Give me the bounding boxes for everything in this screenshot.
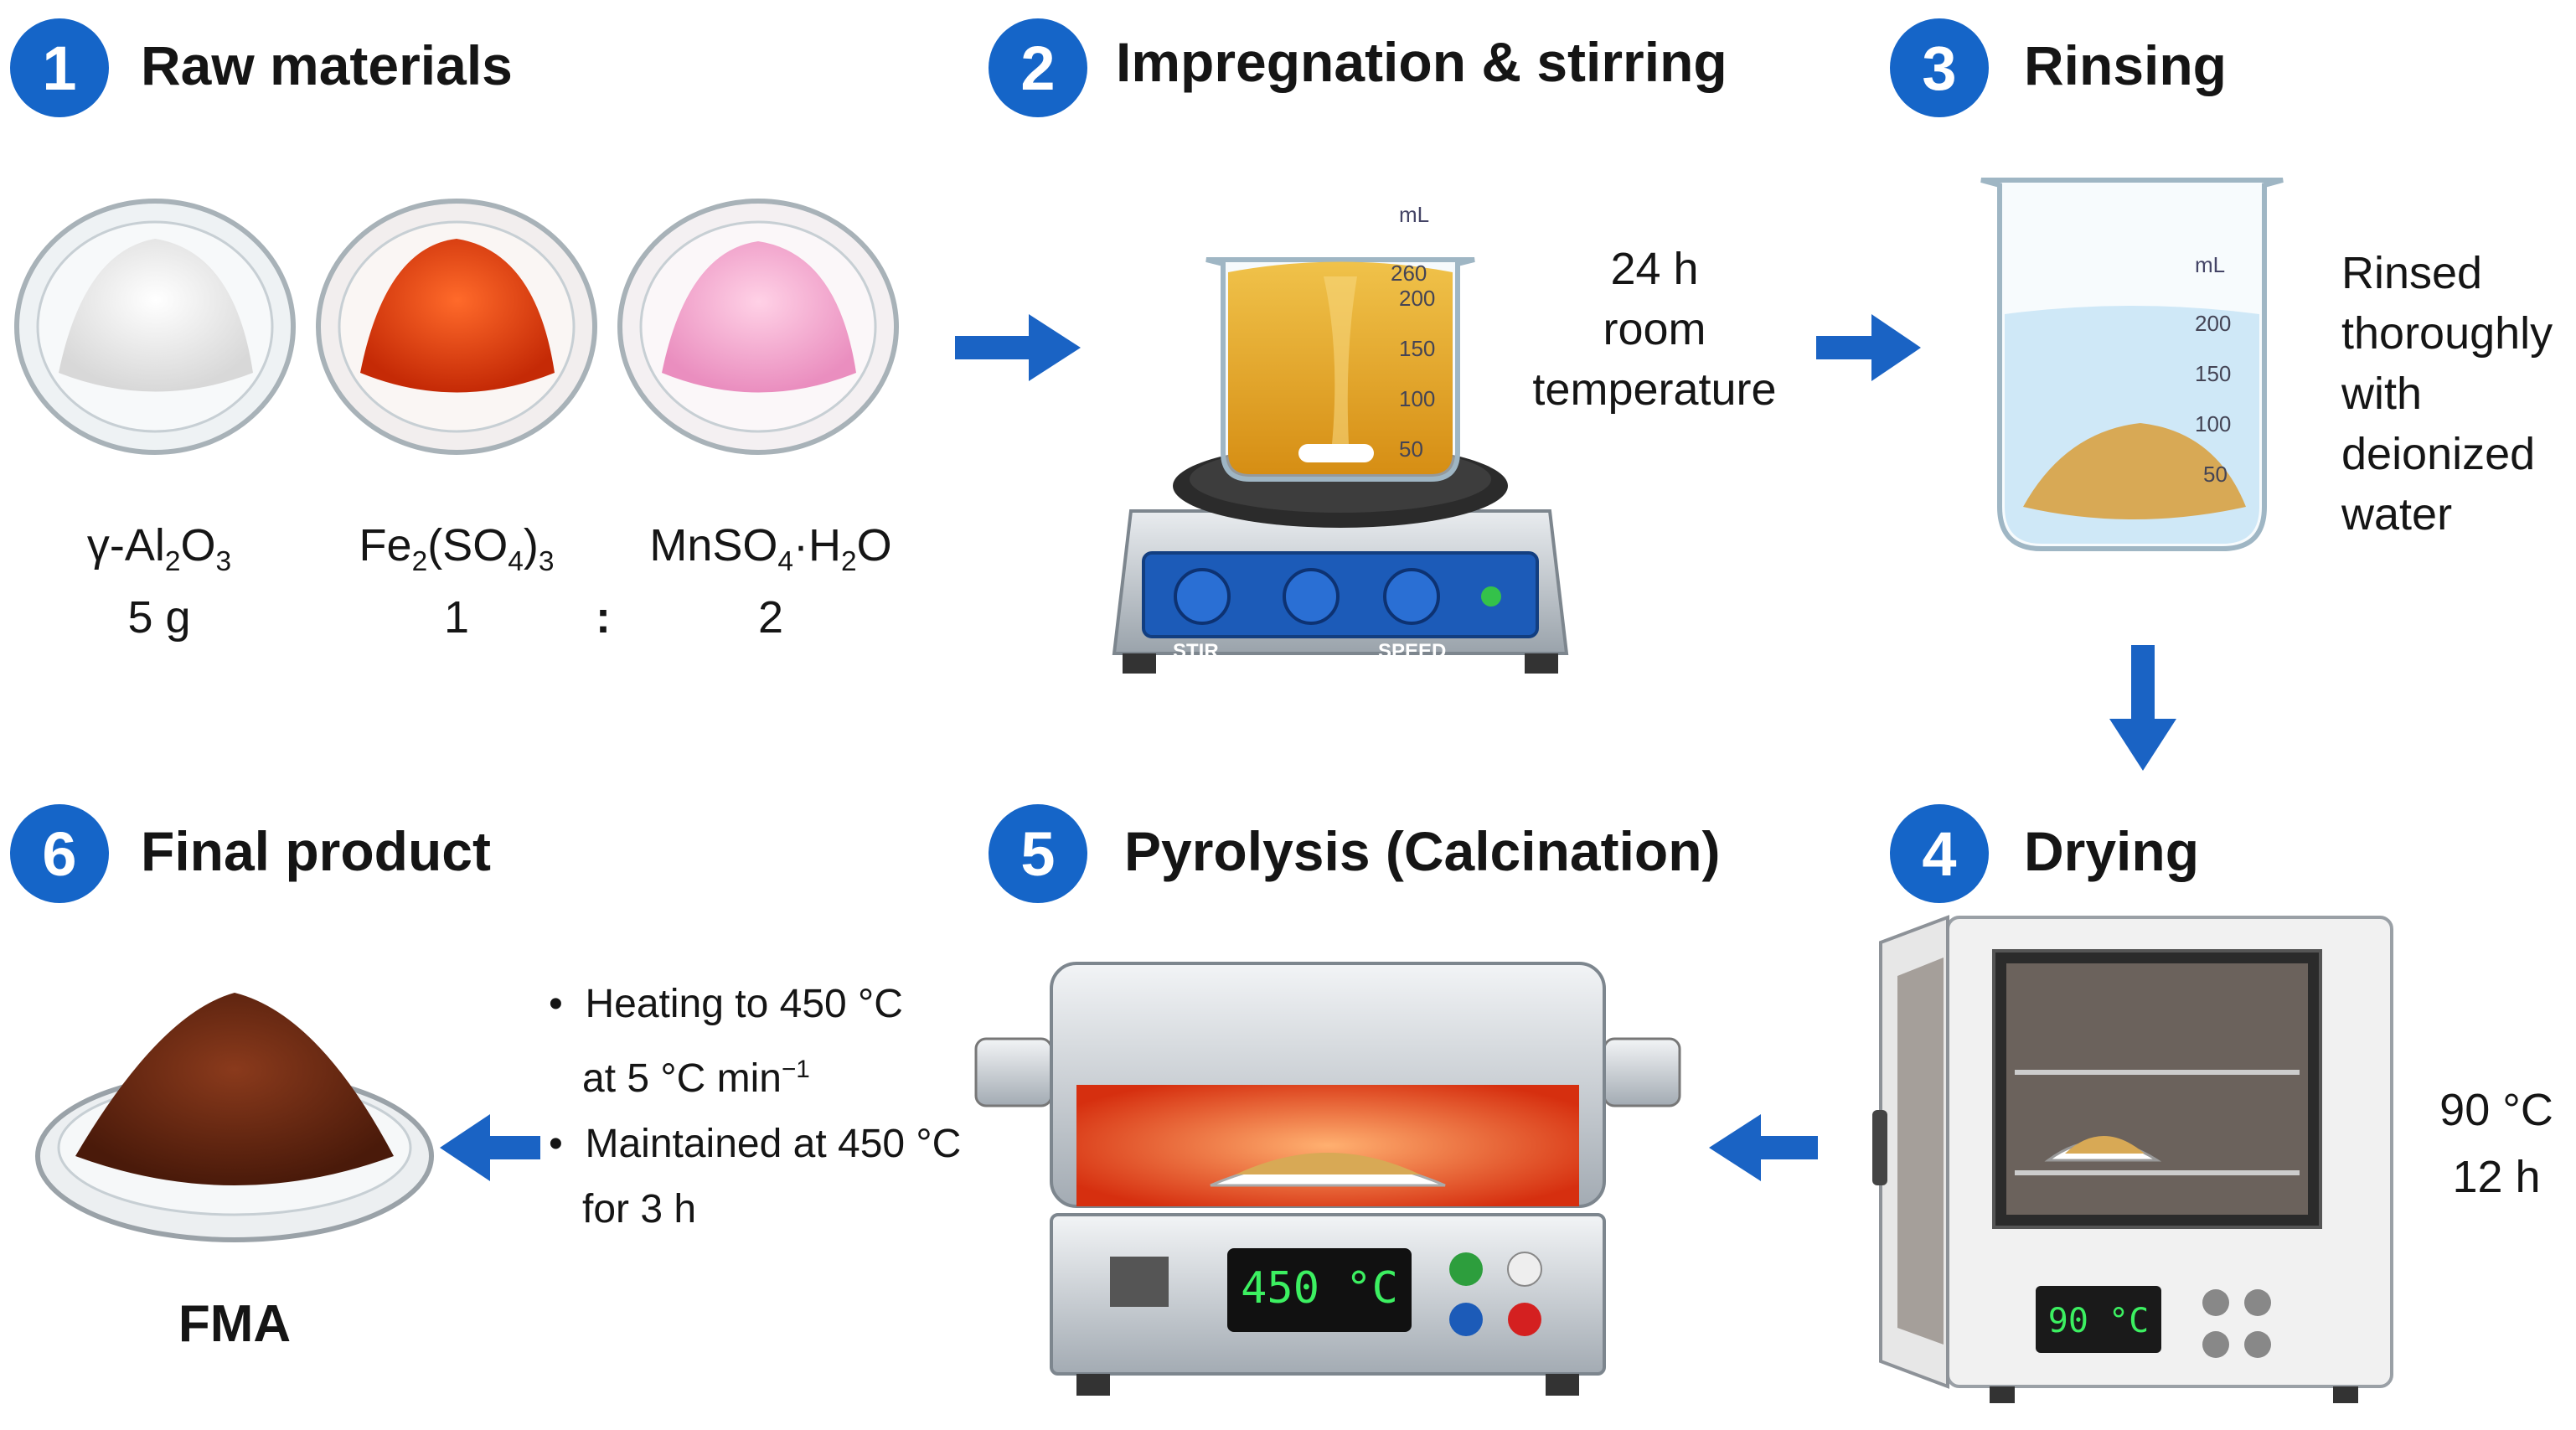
rinse-mark-100: 100 bbox=[2195, 411, 2231, 436]
tube-furnace: 450 °C bbox=[974, 962, 1681, 1396]
dish-iron-sulfate bbox=[316, 199, 597, 455]
arrow-right-1 bbox=[955, 314, 1081, 381]
step-5-badge: 5 bbox=[989, 804, 1087, 903]
step-6-badge: 6 bbox=[10, 804, 109, 903]
impregnation-conditions: 24 h room temperature bbox=[1532, 244, 1777, 415]
beaker-mark-50: 50 bbox=[1399, 436, 1423, 462]
step-4-badge: 4 bbox=[1890, 804, 1989, 903]
rinse-mark-200: 200 bbox=[2195, 311, 2231, 336]
beaker-mark-260: 260 bbox=[1391, 261, 1427, 286]
arrow-left-1 bbox=[1709, 1114, 1818, 1181]
dish-alumina bbox=[14, 199, 296, 455]
stirrer-with-beaker: STIR SPEED mL 260 200 150 100 50 bbox=[1112, 202, 1569, 674]
bullet-heating: • Heating to 450 °C bbox=[549, 982, 903, 1026]
pyrolysis-bullets: • Heating to 450 °C at 5 °C min−1 • Main… bbox=[549, 972, 961, 1242]
beaker-mark-150: 150 bbox=[1399, 336, 1435, 361]
bullet-heating-rate: at 5 °C min−1 bbox=[582, 1056, 810, 1101]
rinsing-note: Rinsed thoroughly with deionized water bbox=[2341, 248, 2553, 539]
rinse-unit-label: mL bbox=[2195, 252, 2225, 277]
step-3-title: Rinsing bbox=[2024, 34, 2227, 96]
alumina-amount: 5 g bbox=[127, 592, 191, 643]
manganese-sulfate-formula: MnSO4·H2O bbox=[649, 520, 892, 577]
rinsing-beaker: mL 200 150 100 50 bbox=[1980, 178, 2284, 551]
dish-manganese-sulfate bbox=[617, 199, 899, 455]
final-product-label: FMA bbox=[178, 1295, 292, 1353]
beaker-amber bbox=[1205, 257, 1475, 482]
beaker-mark-200: 200 bbox=[1399, 286, 1435, 311]
beaker-unit-label: mL bbox=[1399, 202, 1429, 227]
step-5-title: Pyrolysis (Calcination) bbox=[1124, 820, 1721, 882]
drying-conditions: 90 °C 12 h bbox=[2439, 1085, 2553, 1202]
iron-sulfate-formula: Fe2(SO4)3 bbox=[359, 520, 555, 577]
rinse-mark-50: 50 bbox=[2203, 462, 2228, 487]
final-product-dish bbox=[35, 993, 434, 1242]
drying-oven: 90 °C bbox=[1872, 915, 2393, 1403]
bullet-maintained: • Maintained at 450 °C bbox=[549, 1122, 962, 1166]
rinse-mark-150: 150 bbox=[2195, 361, 2231, 386]
step-3-badge: 3 bbox=[1890, 18, 1989, 117]
bullet-duration: for 3 h bbox=[582, 1187, 697, 1231]
ratio-separator: : bbox=[596, 592, 611, 643]
arrow-right-2 bbox=[1816, 314, 1921, 381]
beaker-mark-100: 100 bbox=[1399, 386, 1435, 411]
furnace-display: 450 °C bbox=[1241, 1263, 1398, 1314]
step-1-title: Raw materials bbox=[141, 34, 513, 96]
manganese-sulfate-ratio: 2 bbox=[757, 592, 784, 643]
arrow-down bbox=[2109, 645, 2176, 771]
iron-sulfate-ratio: 1 bbox=[443, 592, 470, 643]
speed-label: SPEED bbox=[1378, 640, 1446, 663]
step-2-badge: 2 bbox=[989, 18, 1087, 117]
drying-oven-display: 90 °C bbox=[2048, 1302, 2149, 1340]
step-6-title: Final product bbox=[141, 820, 491, 882]
stir-label: STIR bbox=[1173, 640, 1219, 663]
step-4-title: Drying bbox=[2024, 820, 2200, 882]
arrow-left-2 bbox=[440, 1114, 540, 1181]
alumina-formula: γ-Al2O3 bbox=[86, 520, 232, 577]
step-2-title: Impregnation & stirring bbox=[1116, 31, 1727, 93]
raw-materials-dishes bbox=[14, 199, 899, 455]
step-1-badge: 1 bbox=[10, 18, 109, 117]
